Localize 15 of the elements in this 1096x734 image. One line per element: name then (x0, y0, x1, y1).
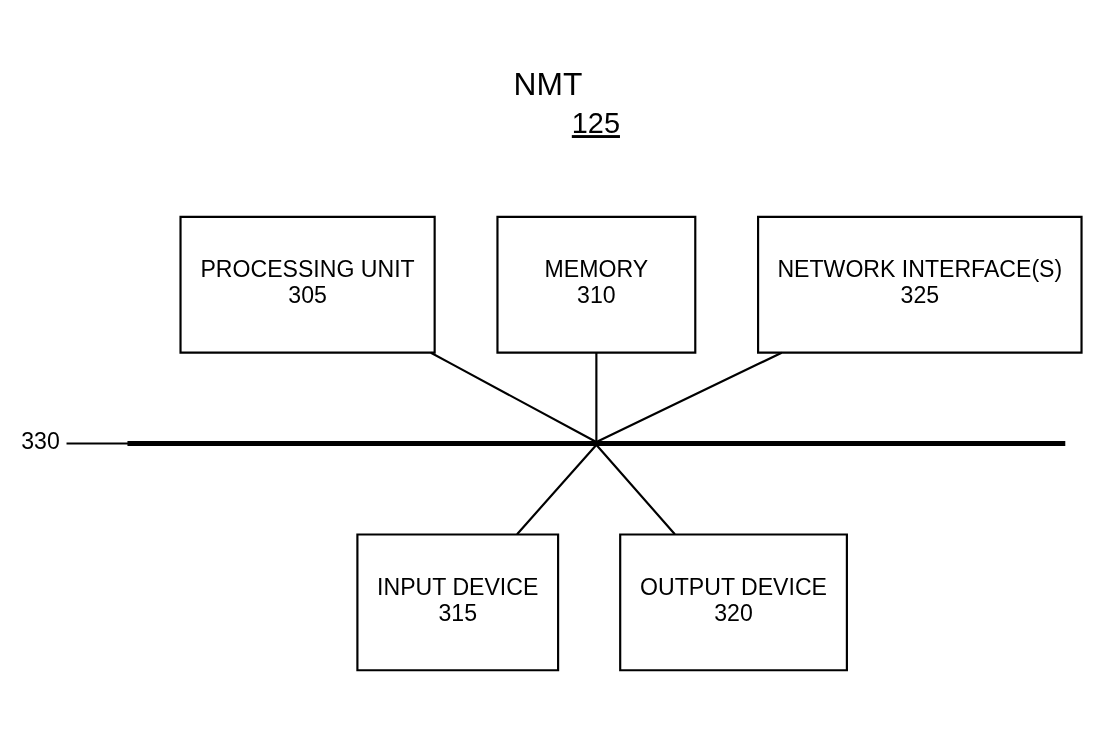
node-box: MEMORY 310 (496, 215, 697, 354)
connector (516, 444, 598, 535)
label: 125 (571, 107, 620, 140)
node-box: NETWORK INTERFACE(S) 325 (757, 215, 1083, 354)
connector (66, 442, 129, 445)
diagram-title: NMT (513, 65, 583, 102)
node-box: OUTPUT DEVICE 320 (619, 533, 848, 672)
connector (595, 444, 676, 535)
node-box: INPUT DEVICE 315 (356, 533, 560, 672)
node-text: 330 (21, 428, 60, 455)
node-box: PROCESSING UNIT 305 (179, 215, 436, 354)
node-bar (127, 441, 1066, 447)
connector (595, 352, 598, 442)
connector (430, 351, 597, 443)
connector (595, 351, 783, 444)
